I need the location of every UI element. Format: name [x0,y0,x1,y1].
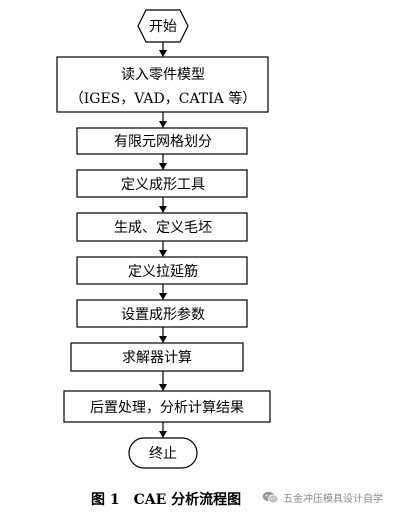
watermark-text: 五金冲压模具设计自学 [283,494,383,505]
step-mesh-label: 有限元网格划分 [114,134,212,150]
step-solver: 求解器计算 [70,342,244,372]
watermark: 五金冲压模具设计自学 [262,490,383,505]
step-postprocess: 后置处理，分析计算结果 [63,390,271,423]
step-read-model: 读入零件模型 （IGES，VAD，CATIA 等） [56,56,269,113]
step-solver-label: 求解器计算 [122,350,192,366]
step-drawbead-label: 定义拉延筋 [128,263,198,280]
step-read-model-label: 读入零件模型 [121,66,205,83]
start-label: 开始 [149,19,177,35]
wechat-icon [262,491,279,504]
end-label: 终止 [149,446,177,462]
end-node: 终止 [128,437,198,469]
step-define-tools: 定义成形工具 [76,169,248,198]
figure-title: 图 1 CAE 分析流程图 [91,492,242,508]
step-read-model-formats: （IGES，VAD，CATIA 等） [70,90,257,107]
step-postprocess-label: 后置处理，分析计算结果 [90,400,244,416]
step-define-tools-label: 定义成形工具 [121,177,205,193]
step-drawbead: 定义拉延筋 [76,256,248,285]
step-blank: 生成、定义毛坯 [76,212,248,242]
step-parameters: 设置成形参数 [76,299,248,328]
flowchart: 开始 读入零件模型 （IGES，VAD，CATIA 等） 有限元网格划分 定义成… [56,9,271,469]
step-parameters-label: 设置成形参数 [121,306,205,323]
step-blank-label: 生成、定义毛坯 [114,220,212,236]
step-mesh: 有限元网格划分 [76,127,248,155]
start-node: 开始 [137,9,189,43]
